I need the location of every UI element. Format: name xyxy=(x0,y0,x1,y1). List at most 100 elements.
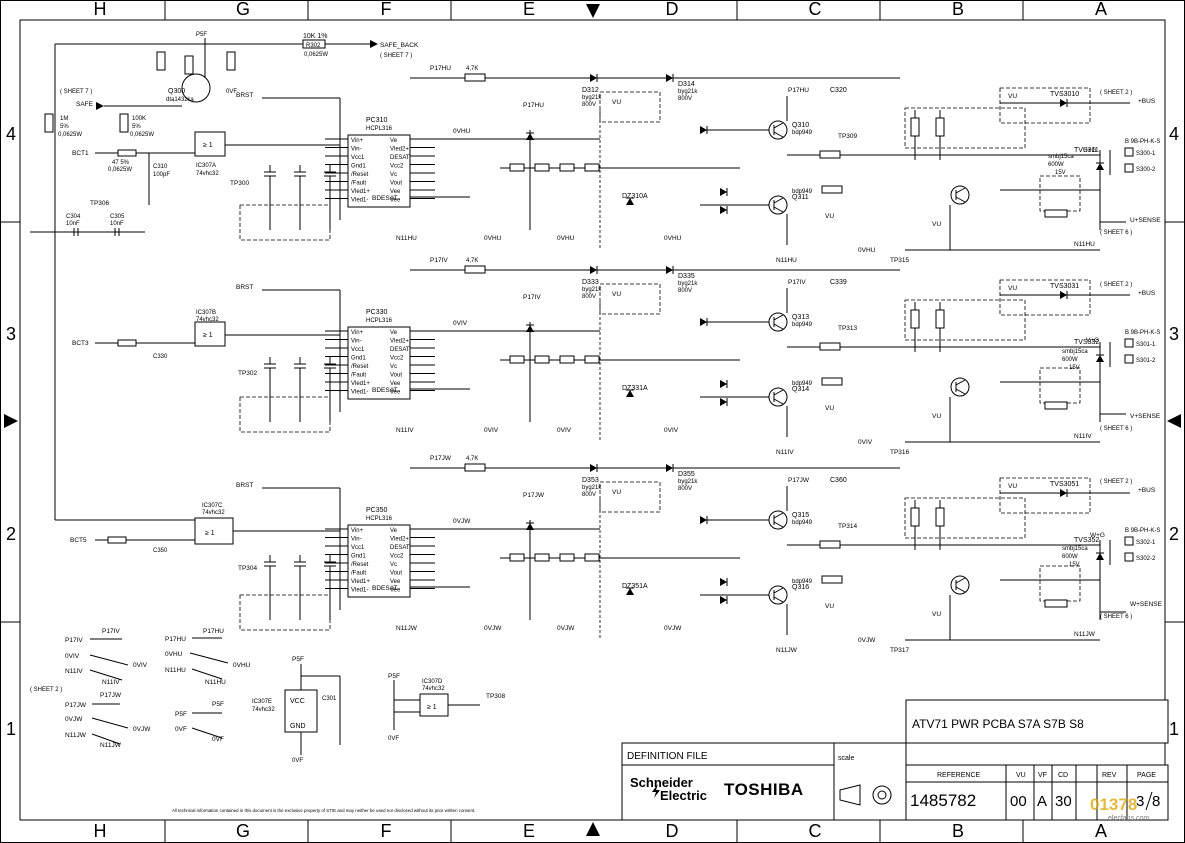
r-100k-tol: 5% xyxy=(132,124,141,130)
c305-value: 10nF xyxy=(110,221,124,227)
ic307b-name: IC307B xyxy=(196,310,216,316)
opto-pin-right-u-2: DESAT xyxy=(390,155,410,161)
bus-net-v: +BUS xyxy=(1138,290,1156,297)
diode-a-volt-v: 800V xyxy=(582,294,596,300)
transistor-b-type-v: bdp949 xyxy=(792,381,813,387)
r-47k-w: 4,7K xyxy=(466,456,478,462)
c301-name: C301 xyxy=(322,696,337,702)
zener-u: DZ310A xyxy=(622,193,648,200)
p17jw-net-right: P17JW xyxy=(100,692,122,699)
transistor-a-type-u: bdp949 xyxy=(792,130,813,136)
diode-a-u: D312 xyxy=(582,87,599,94)
p5f-net-bottom-right: P5F xyxy=(212,701,224,708)
ov-net-2-w: 0VJW xyxy=(557,625,575,632)
opto-pin-right-u-7: Vee xyxy=(390,198,401,204)
opto-pin-right-w-7: Vee xyxy=(390,588,401,594)
diode-a-type-v: byg21k xyxy=(582,287,602,293)
opto-pin-right-v-4: Vc xyxy=(390,364,397,370)
p17-net-2-u: P17HU xyxy=(523,102,544,109)
tvs-u: TVS3010 xyxy=(1050,91,1079,98)
tp308-label: TP308 xyxy=(486,693,506,700)
cap-out-u: C320 xyxy=(830,87,847,94)
transistor-a-v: Q313 xyxy=(792,314,809,321)
grid-col-a: A xyxy=(1095,0,1107,19)
grid-col-e: E xyxy=(523,0,535,19)
watermark-site: elecfans.com xyxy=(1108,815,1149,822)
opto-pin-left-u-6: Vled1+ xyxy=(351,189,370,195)
tp-bus-w: TP317 xyxy=(890,647,910,654)
diode-b-volt-u: 800V xyxy=(678,96,692,102)
ic307c-type: 74vhc32 xyxy=(202,510,225,516)
scale-label: scale xyxy=(838,755,854,762)
s302-1-label: S302-1 xyxy=(1136,540,1156,546)
n11-net-right-v: N11IV xyxy=(1074,433,1092,440)
tp-bus-v: TP316 xyxy=(890,449,910,456)
electric-brand: Electric xyxy=(660,788,707,803)
opto-pin-left-w-7: Vled1- xyxy=(351,588,368,594)
ovhu-net-left: 0VHU xyxy=(165,651,183,658)
opto-pin-left-v-3: Gnd1 xyxy=(351,356,366,362)
opto-pin-left-v-7: Vled1- xyxy=(351,390,368,396)
diode-b-type-v: byg21k xyxy=(678,281,698,287)
diode-b-volt-w: 800V xyxy=(678,486,692,492)
grid-col-e-bottom: E xyxy=(523,821,535,841)
transistor-b-u: Q311 xyxy=(792,194,809,201)
opto-pin-right-v-2: DESAT xyxy=(390,347,410,353)
p17-net-2-v: P17IV xyxy=(523,294,541,301)
sheet2-ref-u: ( SHEET 2 ) xyxy=(1100,90,1132,96)
watermark-number: 01378 xyxy=(1090,795,1137,814)
p5f-ic307d: P5F xyxy=(388,673,400,680)
tvs-v-type: smbj15ca xyxy=(1062,349,1088,355)
p17-net-u: P17HU xyxy=(430,65,451,72)
r-47k-v: 4,7K xyxy=(466,258,478,264)
tp-out-v: TP313 xyxy=(838,325,858,332)
s302-2-label: S302-2 xyxy=(1136,556,1156,562)
r302-watt: 0,0625W xyxy=(304,52,328,58)
ovjw-net-right: 0VJW xyxy=(133,726,151,733)
diode-a-w: D353 xyxy=(582,477,599,484)
cd-value: 30 xyxy=(1055,793,1072,810)
page-total: 8 xyxy=(1152,793,1160,810)
tvs-u-type: smbj15ca xyxy=(1048,154,1074,160)
u-sense-net: U+SENSE xyxy=(1130,217,1161,224)
copyright-footer: All technical information contained in t… xyxy=(172,808,475,813)
ic307e-vcc: VCC xyxy=(290,698,305,705)
sheet7-ref-top: ( SHEET 7 ) xyxy=(380,53,412,59)
opto-pin-left-w-3: Gnd1 xyxy=(351,554,366,560)
n11-net-right-u: N11HU xyxy=(1074,241,1095,248)
ic307c-name: IC307C xyxy=(202,503,223,509)
zener-v: DZ331A xyxy=(622,385,648,392)
opto-pin-right-u-0: Ve xyxy=(390,138,398,144)
tvs-b-u: TVS311 xyxy=(1074,147,1099,154)
opto-pin-left-w-6: Vled1+ xyxy=(351,579,370,585)
vu-label-2-u: VU xyxy=(1008,93,1017,100)
conn-w-type: B 9B-PH-K-S xyxy=(1125,528,1160,534)
p17iv-net: P17IV xyxy=(102,628,120,635)
grid-row-3-left: 3 xyxy=(6,324,16,344)
conn-u-type: B 9B-PH-K-S xyxy=(1125,139,1160,145)
opto-pin-right-w-5: Vout xyxy=(390,571,402,577)
n11iv-net-right: N11IV xyxy=(102,679,120,686)
n11-net-right-w: N11JW xyxy=(1074,631,1096,638)
cap-out-w: C360 xyxy=(830,477,847,484)
ic307e-name: IC307E xyxy=(252,699,272,705)
ov-net-4-v: 0VIV xyxy=(858,439,873,446)
grid-numbers: 4 3 2 1 4 3 2 1 xyxy=(6,124,1179,739)
bct1-net: BCT1 xyxy=(72,150,89,157)
opto-pin-left-u-1: Vin- xyxy=(351,147,362,153)
ov-net-2-u: 0VHU xyxy=(557,235,575,242)
sheet2-ref-v: ( SHEET 2 ) xyxy=(1100,282,1132,288)
grid-col-b: B xyxy=(952,0,964,19)
ov-net-3-v: 0VIV xyxy=(664,427,679,434)
opto-pin-right-w-2: DESAT xyxy=(390,545,410,551)
r302-value: 10K 1% xyxy=(303,33,328,40)
title-block: ATV71 PWR PCBA S7A S7B S8 DEFINITION FIL… xyxy=(172,699,1169,822)
bct3-net: BCT3 xyxy=(72,340,89,347)
ov-net-top-v: 0VIV xyxy=(453,320,468,327)
vg-net: V+G xyxy=(1086,337,1099,344)
ic307d-type: 74vhc32 xyxy=(422,686,445,692)
vf-label: VF xyxy=(1038,772,1047,779)
tvs-v: TVS3031 xyxy=(1050,283,1079,290)
n11hu-net-right: N11HU xyxy=(205,679,226,686)
tvs-b-v: TVS332 xyxy=(1074,339,1099,346)
